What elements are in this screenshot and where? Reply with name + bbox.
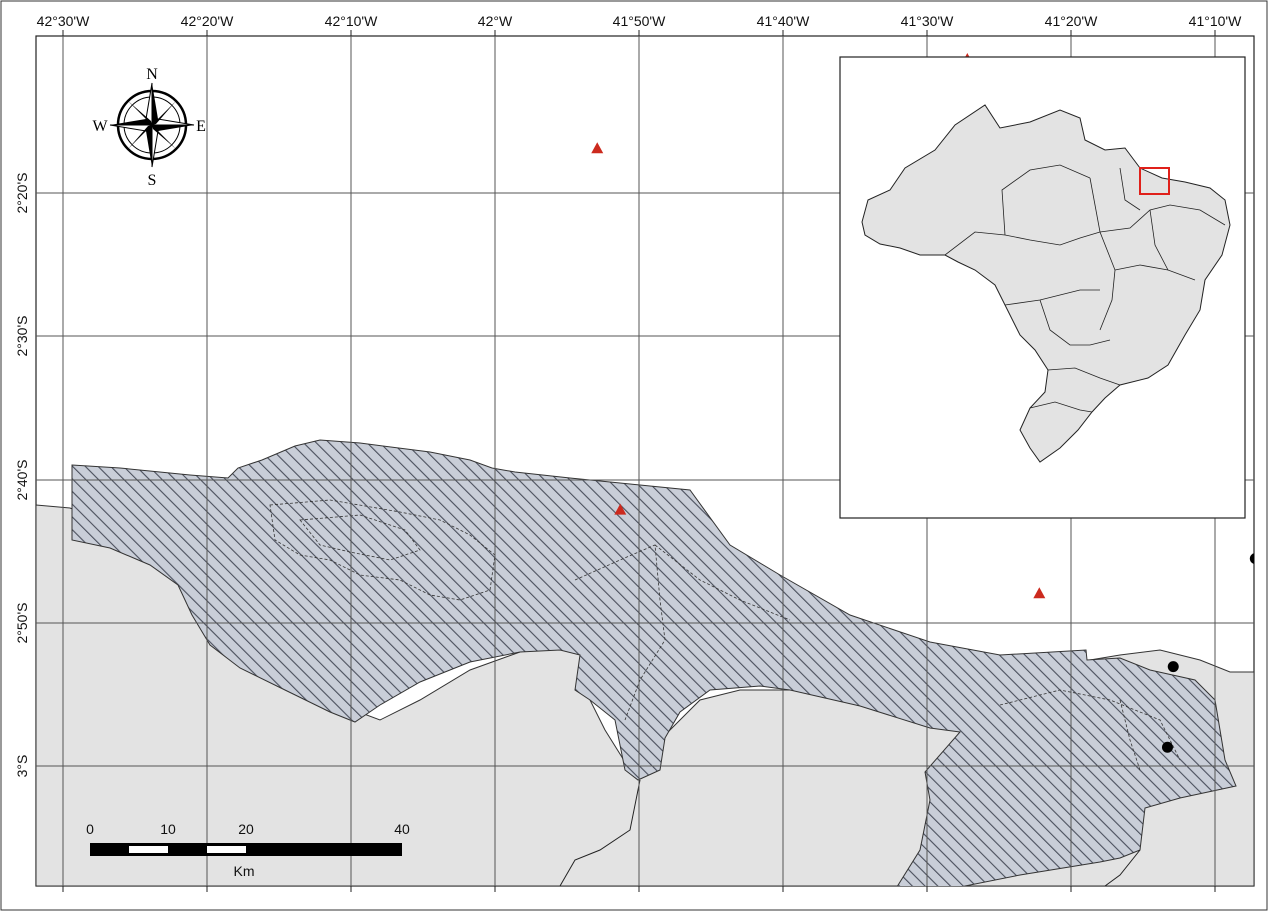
lon-label: 42°W: [478, 13, 513, 29]
lon-label: 41°10'W: [1189, 13, 1242, 29]
lat-label: 2°20'S: [14, 173, 30, 214]
compass-e: E: [196, 118, 206, 135]
scale-bar: 0 10 20 40 Km: [86, 821, 410, 879]
lon-label: 41°20'W: [1045, 13, 1098, 29]
lat-label: 2°40'S: [14, 460, 30, 501]
compass-w: W: [92, 118, 108, 135]
lon-label: 42°30'W: [37, 13, 90, 29]
lat-label: 2°50'S: [14, 603, 30, 644]
sample-circle: [1161, 741, 1173, 753]
lat-label: 2°30'S: [14, 316, 30, 357]
lat-label: 3°S: [14, 755, 30, 778]
study-area-highlight: [1139, 167, 1170, 195]
scale-tick: 40: [394, 821, 410, 837]
sample-circle: [1167, 661, 1179, 673]
brazil-outline: [861, 104, 1231, 463]
inset-map: [839, 56, 1246, 519]
compass-s: S: [148, 172, 157, 189]
lon-label: 41°30'W: [901, 13, 954, 29]
sample-triangle: [591, 142, 604, 154]
frame-ticks: [62, 30, 1216, 892]
sample-triangle: [1033, 587, 1046, 599]
sample-circle: [1249, 553, 1254, 564]
compass-rose-icon: N S E W: [92, 66, 205, 189]
lon-label: 42°10'W: [325, 13, 378, 29]
lon-label: 41°40'W: [757, 13, 810, 29]
district-boundaries: [269, 499, 1181, 771]
protected-area: [71, 439, 1237, 886]
scale-tick: 0: [86, 821, 94, 837]
scale-tick: 20: [238, 821, 254, 837]
sample-triangle: [614, 503, 627, 515]
compass-n: N: [146, 66, 158, 83]
rivers: [559, 779, 1141, 886]
longitude-labels: 42°30'W 42°20'W 42°10'W 42°W 41°50'W 41°…: [37, 13, 1242, 29]
lon-label: 42°20'W: [181, 13, 234, 29]
latitude-labels: 2°20'S 2°30'S 2°40'S 2°50'S 3°S: [14, 173, 30, 778]
lon-label: 41°50'W: [613, 13, 666, 29]
state-borders: [944, 164, 1226, 413]
scale-tick: 10: [160, 821, 176, 837]
scale-unit: Km: [234, 863, 255, 879]
